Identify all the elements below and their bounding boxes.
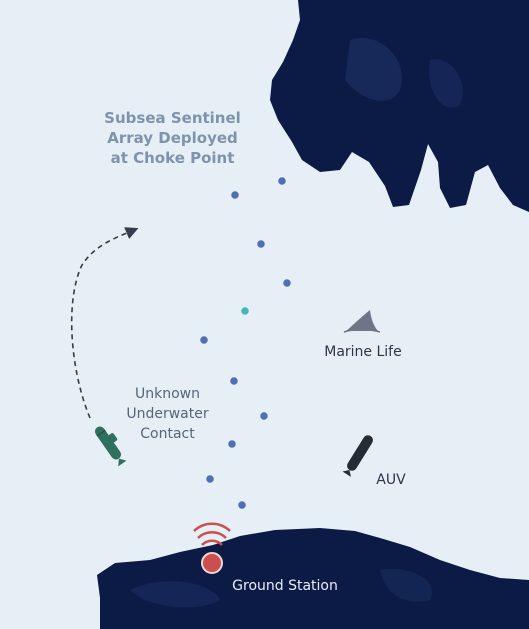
- sensor-node: [226, 438, 238, 450]
- contact-trajectory-arrow: [70, 227, 139, 419]
- sensor-node-active: [239, 305, 251, 317]
- wifi-signal-icon: [193, 522, 231, 546]
- sensor-node: [255, 238, 267, 250]
- south-landmass: [97, 528, 529, 629]
- marine-life-label: Marine Life: [324, 344, 402, 360]
- contact-label: Unknown Underwater Contact: [115, 384, 220, 444]
- contact-label-line: Underwater: [126, 406, 209, 422]
- shark-fin-icon: [346, 310, 378, 331]
- ground-station-marker: [201, 552, 223, 574]
- sensor-node: [281, 277, 293, 289]
- sensor-node: [258, 410, 270, 422]
- sensor-node: [236, 499, 248, 511]
- title-line: Array Deployed: [107, 129, 238, 147]
- sentinel-array: [198, 175, 293, 511]
- auv-icon: [342, 435, 373, 477]
- sensor-node: [276, 175, 288, 187]
- fin-waterline: [343, 329, 381, 333]
- title-line: at Choke Point: [110, 149, 235, 167]
- ground-station-label: Ground Station: [232, 578, 338, 594]
- title-line: Subsea Sentinel: [104, 109, 241, 127]
- north-landmass: [270, 0, 529, 212]
- sensor-node: [198, 334, 210, 346]
- contact-label-line: Unknown: [135, 386, 200, 402]
- sensor-node: [229, 189, 241, 201]
- sensor-node: [204, 473, 216, 485]
- submarine-icon: [94, 426, 127, 467]
- diagram-title: Subsea Sentinel Array Deployed at Choke …: [95, 108, 250, 168]
- contact-label-line: Contact: [140, 426, 195, 442]
- auv-label: AUV: [376, 472, 406, 488]
- sensor-node: [228, 375, 240, 387]
